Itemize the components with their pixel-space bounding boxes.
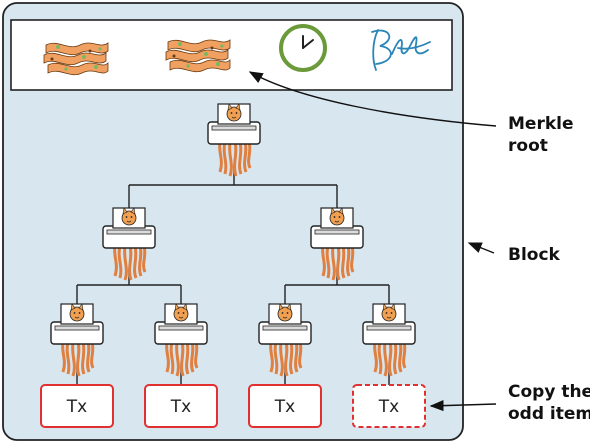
shredded-paper-icon xyxy=(43,42,109,76)
signature-icon xyxy=(371,29,431,71)
block-arrow xyxy=(467,242,495,254)
copy-odd-label: Copy the odd item. xyxy=(508,381,590,425)
tx-box: Tx xyxy=(40,384,114,428)
copy-odd-label-line2: odd item. xyxy=(508,404,590,424)
tx-box: Tx xyxy=(144,384,218,428)
merkle-root-arrow xyxy=(248,71,497,127)
block-label-text: Block xyxy=(508,245,560,265)
shredded-paper-icon xyxy=(165,39,231,73)
block-container xyxy=(2,2,464,441)
copy-arrow xyxy=(429,400,497,412)
svg-text:Tx: Tx xyxy=(378,397,399,417)
merkle-root-label-line1: Merkle xyxy=(508,114,574,134)
svg-text:Tx: Tx xyxy=(274,397,295,417)
svg-text:Tx: Tx xyxy=(170,397,191,417)
clock-icon xyxy=(279,24,327,72)
tx-box: Tx xyxy=(248,384,322,428)
tx-box-copied: Tx xyxy=(352,384,426,428)
copy-odd-label-line1: Copy the xyxy=(508,382,590,402)
svg-text:Tx: Tx xyxy=(66,397,87,417)
merkle-root-label-line2: root xyxy=(508,136,548,156)
merkle-root-label: Merkle root xyxy=(508,113,574,157)
block-label: Block xyxy=(508,244,560,266)
